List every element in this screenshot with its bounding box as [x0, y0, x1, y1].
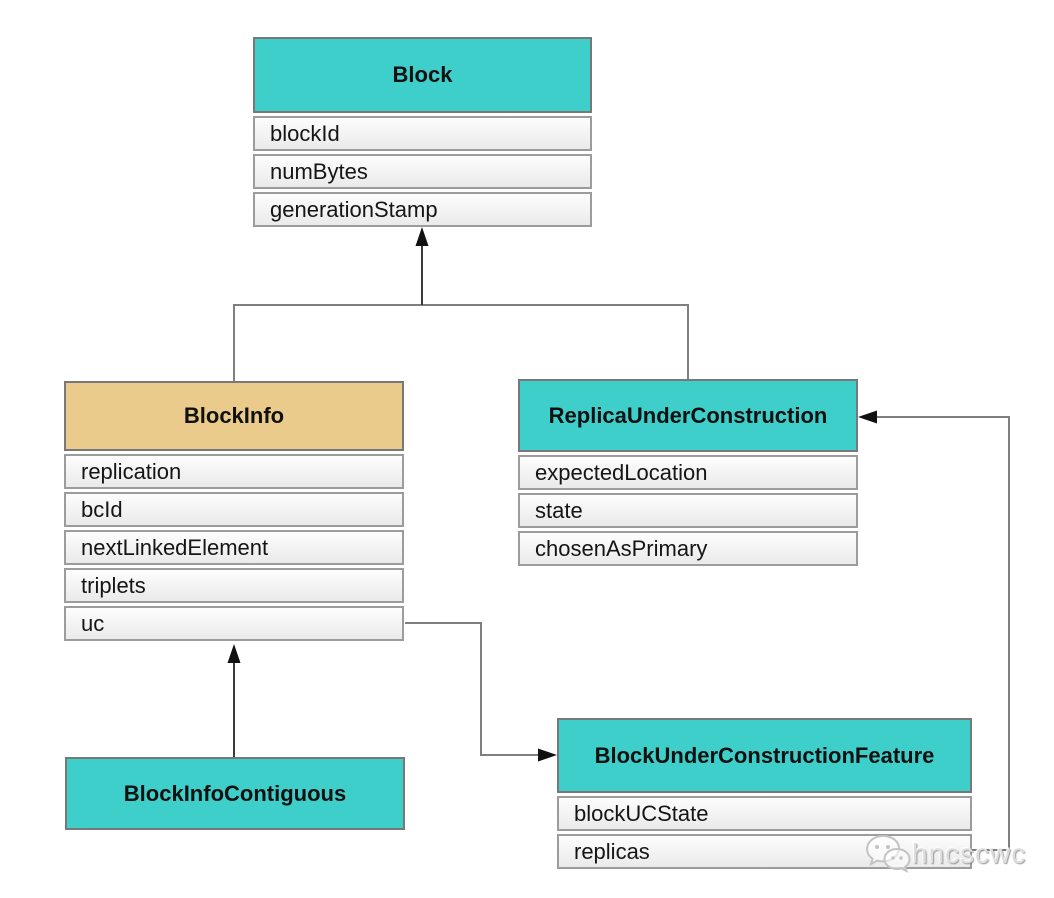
field-label: triplets [81, 572, 146, 598]
field-label: uc [81, 610, 105, 636]
arrowhead-to-block [415, 227, 429, 246]
connector-uc-to-bucf [405, 622, 540, 756]
field-label: replicas [574, 838, 650, 864]
field-row: chosenAsPrimary [518, 531, 858, 566]
class-blockinfo-contiguous-header: BlockInfoContiguous [65, 757, 405, 830]
field-row: triplets [64, 568, 404, 603]
class-replica-under-construction-title: ReplicaUnderConstruction [548, 402, 828, 428]
class-block-under-construction-feature-header: BlockUnderConstructionFeature [557, 718, 972, 793]
field-label: state [535, 497, 583, 523]
field-row: replication [64, 454, 404, 489]
field-label: chosenAsPrimary [535, 535, 708, 561]
class-block: Block blockId numBytes generationStamp [253, 37, 592, 227]
field-label: blockId [270, 120, 340, 146]
field-row: uc [64, 606, 404, 641]
connector-junction-bus [233, 304, 689, 381]
class-block-header: Block [253, 37, 592, 113]
field-row: blockUCState [557, 796, 972, 831]
field-row: replicas [557, 834, 972, 869]
field-label: bcId [81, 496, 123, 522]
class-blockinfo-title: BlockInfo [183, 403, 285, 428]
field-label: expectedLocation [535, 459, 708, 485]
field-label: replication [81, 458, 182, 484]
class-block-under-construction-feature-title: BlockUnderConstructionFeature [594, 742, 935, 768]
class-blockinfo-contiguous: BlockInfoContiguous [65, 757, 405, 830]
arrowhead-to-blockinfo [227, 644, 241, 663]
class-block-title: Block [392, 62, 453, 87]
field-label: numBytes [270, 158, 368, 184]
field-row: expectedLocation [518, 455, 858, 490]
arrowhead-to-bucf [538, 748, 557, 762]
field-label: nextLinkedElement [81, 534, 269, 560]
field-row: numBytes [253, 154, 592, 189]
class-blockinfo-contiguous-title: BlockInfoContiguous [123, 780, 347, 806]
field-row: nextLinkedElement [64, 530, 404, 565]
field-row: generationStamp [253, 192, 592, 227]
arrowhead-to-ruc [858, 410, 877, 424]
class-replica-under-construction-header: ReplicaUnderConstruction [518, 379, 858, 452]
class-replica-under-construction: ReplicaUnderConstruction expectedLocatio… [518, 379, 858, 566]
class-blockinfo-header: BlockInfo [64, 381, 404, 451]
field-row: blockId [253, 116, 592, 151]
field-row: bcId [64, 492, 404, 527]
class-block-under-construction-feature: BlockUnderConstructionFeature blockUCSta… [557, 718, 972, 869]
field-row: state [518, 493, 858, 528]
field-label: generationStamp [270, 196, 438, 222]
field-label: blockUCState [574, 800, 709, 826]
class-blockinfo: BlockInfo replication bcId nextLinkedEle… [64, 381, 404, 641]
